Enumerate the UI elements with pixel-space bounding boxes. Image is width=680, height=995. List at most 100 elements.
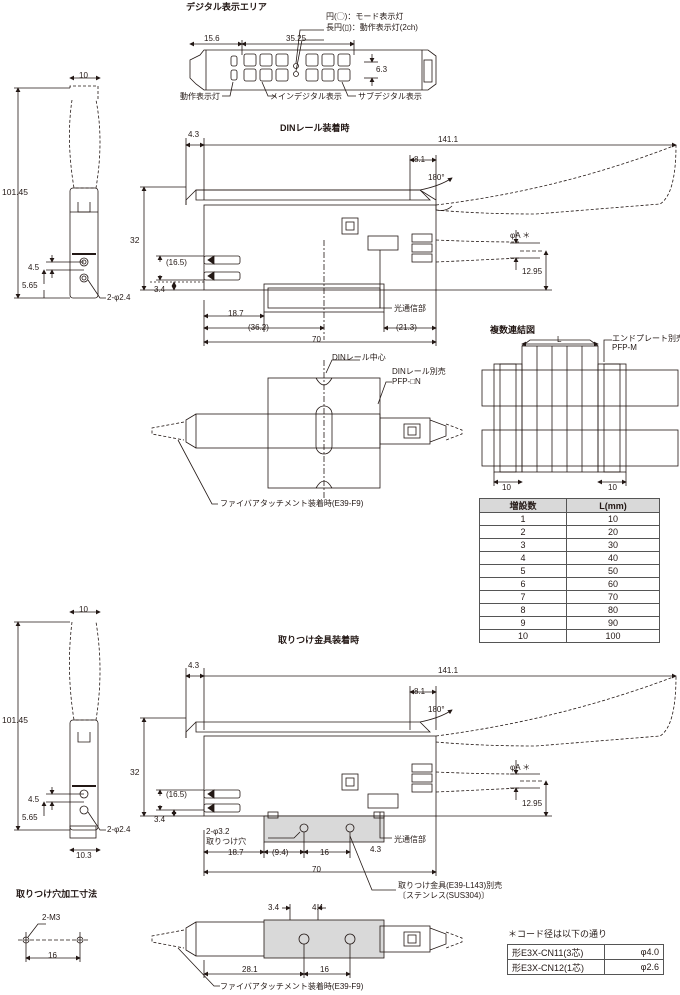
dim-multi-10a: 10: [502, 483, 511, 492]
dim-br-8-1: 8.1: [414, 687, 426, 696]
table-cell: 4: [479, 551, 567, 565]
label-br-hole: 2-φ3.2: [206, 827, 230, 836]
digital-dims: [189, 29, 378, 97]
dim-din-8-1: 8.1: [414, 155, 426, 164]
label-br-bracket: 取りつけ金具(E39-L143)別売: [398, 881, 503, 890]
table-cell: 30: [566, 538, 660, 552]
dim-din-36-2: (36.2): [248, 323, 269, 332]
dim-br-12-95: 12.95: [522, 799, 543, 808]
dim-br-4-3: 4.3: [188, 661, 200, 670]
digital-segments: [230, 53, 351, 82]
dim-din-phi-a: φA ＊: [510, 231, 531, 240]
label-bside-holes: 2-φ2.4: [107, 825, 131, 834]
label-din-model: PFP-□N: [392, 377, 421, 386]
dim-br-70: 70: [312, 865, 321, 874]
label-op-lamp: 動作表示灯: [180, 92, 220, 101]
dim-din-141-1: 141.1: [438, 135, 459, 144]
dim-bside-5-65: 5.65: [22, 813, 38, 822]
label-endplate-model: PFP-M: [612, 343, 637, 352]
table-cell: 形E3X-CN11(3芯): [507, 944, 605, 960]
table-cell: 70: [566, 590, 660, 604]
label-din-center: DINレール中心: [332, 353, 386, 362]
table-cell: 2: [479, 525, 567, 539]
multi-connection-view: [481, 339, 679, 486]
label-br-optical: 光通信部: [394, 835, 426, 844]
dim-br-9-4: (9.4): [272, 848, 289, 857]
dim-bt-16: 16: [320, 965, 329, 974]
side-view-bottom: [14, 609, 106, 853]
title-digital-area: デジタル表示エリア: [186, 2, 267, 12]
table-cell: 1: [479, 512, 567, 526]
dim-din-3-4: 3.4: [154, 285, 166, 294]
dim-din-16-5: (16.5): [166, 258, 187, 267]
dim-din-70: 70: [312, 335, 321, 344]
dim-side-4-5: 4.5: [28, 263, 40, 272]
dim-side-5-65: 5.65: [22, 281, 38, 290]
dim-side-width: 10: [79, 71, 88, 80]
dim-multi-l: L: [557, 335, 562, 344]
title-din-mount: DINレール装着時: [280, 123, 350, 133]
table-cell: φ2.6: [604, 959, 664, 975]
dim-bside-height: 101.45: [2, 715, 28, 725]
label-side-holes: 2-φ2.4: [107, 293, 131, 302]
label-din-optical: 光通信部: [394, 304, 426, 313]
dim-bt-3-4: 3.4: [268, 903, 280, 912]
dim-bside-width: 10: [79, 605, 88, 614]
dim-br-16: 16: [320, 848, 329, 857]
cord-note: ＊コード径は以下の通り: [508, 929, 608, 939]
table-cell: 20: [566, 525, 660, 539]
label-main-digital: メインデジタル表示: [270, 92, 342, 101]
dim-br-4-3b: 4.3: [370, 845, 382, 854]
dim-din-angle: 180°: [428, 173, 445, 182]
dim-din-21-3: (21.3): [396, 323, 417, 332]
label-sub-digital: サブデジタル表示: [358, 92, 422, 101]
table-cell: 50: [566, 564, 660, 578]
table-cell: φ4.0: [604, 944, 664, 960]
dim-din-12-95: 12.95: [522, 267, 543, 276]
table-cell: 90: [566, 616, 660, 630]
table-cell: 10: [566, 512, 660, 526]
cord-table: 形E3X-CN11(3芯) φ4.0 形E3X-CN12(1芯) φ2.6: [507, 944, 664, 975]
bracket-top-view: [151, 904, 463, 987]
title-mount-hole: 取りつけ穴加工寸法: [16, 889, 98, 899]
bracket-front-view: [140, 668, 677, 891]
table-cell: 60: [566, 577, 660, 591]
dim-bside-10-3: 10.3: [76, 851, 92, 860]
table-cell: 形E3X-CN12(1芯): [507, 959, 605, 975]
table-row: 形E3X-CN12(1芯) φ2.6: [507, 959, 664, 975]
table-cell: 100: [566, 629, 660, 643]
dim-35-25: 35.25: [286, 34, 307, 43]
din-top-view: [151, 359, 463, 505]
din-front-view: [140, 138, 677, 346]
label-endplate: エンドプレート別売: [612, 334, 680, 343]
dim-br-32: 32: [130, 767, 140, 777]
dim-bt-4-4: 4.4: [312, 903, 324, 912]
table-row: 形E3X-CN11(3芯) φ4.0: [507, 944, 664, 960]
table-cell: 9: [479, 616, 567, 630]
dim-bt-28-1: 28.1: [242, 965, 258, 974]
dim-br-phi-a: φA ＊: [510, 763, 531, 772]
mount-hole-view: [18, 923, 88, 962]
dim-multi-10b: 10: [608, 483, 617, 492]
label-din-fiber: ファイバアタッチメント装着時(E39-F9): [220, 499, 364, 508]
label-din-sold: DINレール別売: [392, 367, 446, 376]
dim-din-18-7: 18.7: [228, 309, 244, 318]
dim-side-height: 101.45: [2, 187, 28, 197]
label-br-hole2: 取りつけ穴: [206, 837, 247, 846]
dim-mh-16: 16: [48, 951, 57, 960]
dim-br-18-7: 18.7: [228, 848, 244, 857]
label-m3: 2-M3: [42, 913, 61, 922]
dim-6-3: 6.3: [376, 65, 388, 74]
label-bt-fiber: ファイバアタッチメント装着時(E39-F9): [220, 982, 364, 991]
label-mode-lamp: 円(◯)：モード表示灯: [326, 12, 404, 21]
digital-display-outline: [189, 49, 437, 91]
